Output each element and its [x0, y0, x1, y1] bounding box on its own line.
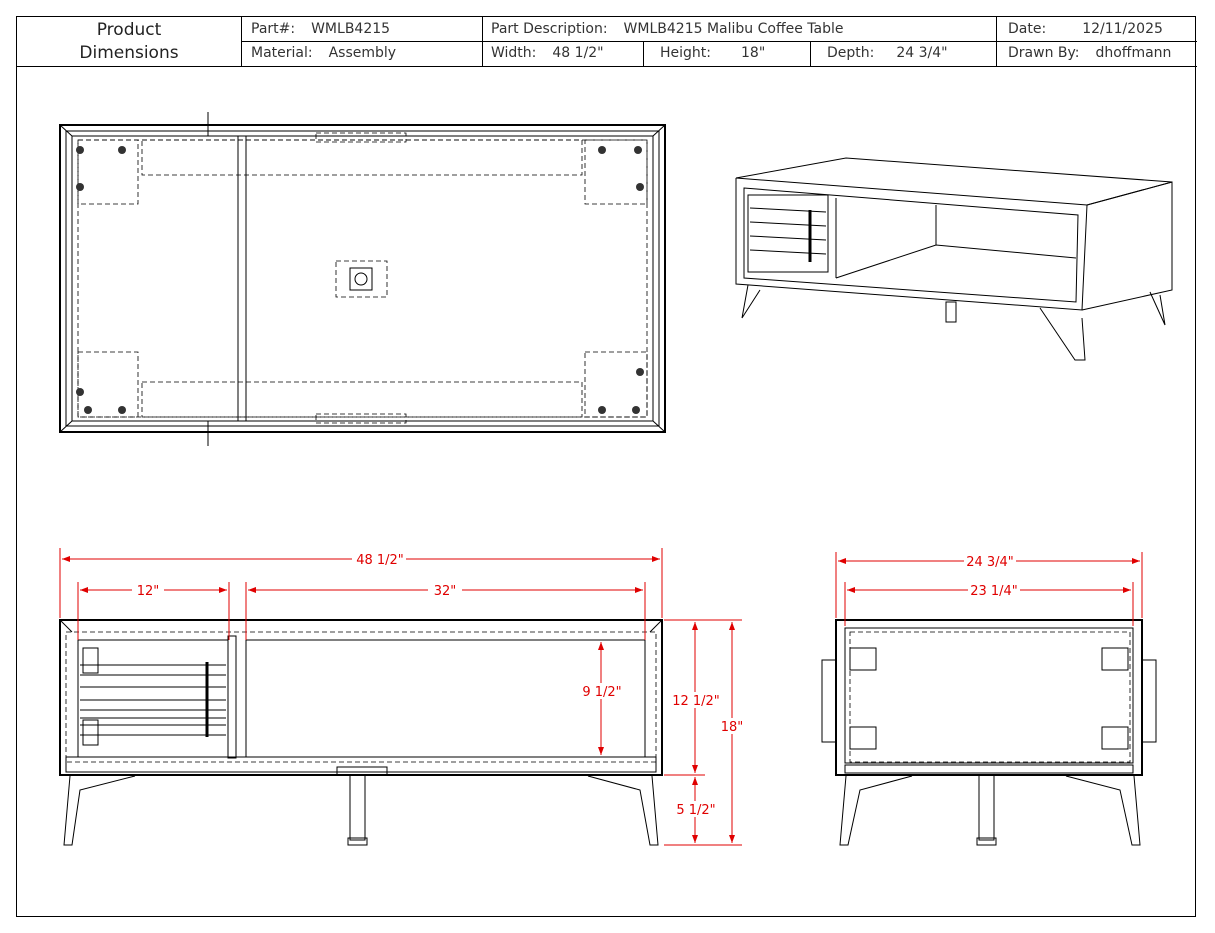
- part-field: Part#: WMLB4215: [251, 21, 390, 37]
- width-field: Width: 48 1/2": [491, 45, 604, 61]
- dim-drawer-width: 12": [137, 584, 160, 599]
- description-label: Part Description:: [491, 21, 608, 37]
- front-view: [59, 619, 663, 846]
- top-view: [59, 112, 666, 446]
- description-field: Part Description: WMLB4215 Malibu Coffee …: [491, 21, 843, 37]
- side-view: [821, 619, 1157, 846]
- height-value: 18": [741, 45, 766, 61]
- title-line-1: Product: [96, 20, 162, 40]
- dim-body-height: 12 1/2": [672, 694, 720, 709]
- dim-overall-height: 18": [721, 720, 744, 735]
- date-field: Date: 12/11/2025: [1008, 21, 1163, 37]
- perspective-view: [735, 157, 1173, 361]
- description-value: WMLB4215 Malibu Coffee Table: [623, 21, 844, 37]
- dimensions: 48 1/2" 12" 32" 9 1/2" 12 1/2" 5 1/2" 18…: [59, 548, 1143, 846]
- depth-field: Depth: 24 3/4": [827, 45, 948, 61]
- drawing-sheet: Product Dimensions Part#: WMLB4215 Part D…: [16, 16, 1197, 917]
- drawn-by-field: Drawn By: dhoffmann: [1008, 45, 1171, 61]
- dim-overall-width: 48 1/2": [356, 553, 404, 568]
- drawn-by-label: Drawn By:: [1008, 45, 1080, 61]
- material-field: Material: Assembly: [251, 45, 396, 61]
- width-value: 48 1/2": [552, 45, 604, 61]
- depth-value: 24 3/4": [896, 45, 948, 61]
- dim-leg-height: 5 1/2": [676, 803, 715, 818]
- material-value: Assembly: [328, 45, 397, 61]
- dim-side-depth: 24 3/4": [966, 555, 1014, 570]
- date-label: Date:: [1008, 21, 1047, 37]
- dim-opening-height: 9 1/2": [582, 685, 621, 700]
- dim-opening-width: 32": [434, 584, 457, 599]
- date-value: 12/11/2025: [1082, 21, 1163, 37]
- title-line-2: Dimensions: [79, 43, 179, 63]
- part-value: WMLB4215: [311, 21, 391, 37]
- drawn-by-value: dhoffmann: [1095, 45, 1172, 61]
- width-label: Width:: [491, 45, 537, 61]
- sheet-title: Product Dimensions: [17, 17, 241, 69]
- height-label: Height:: [660, 45, 711, 61]
- depth-label: Depth:: [827, 45, 875, 61]
- part-label: Part#:: [251, 21, 296, 37]
- dim-side-inner-depth: 23 1/4": [970, 584, 1018, 599]
- material-label: Material:: [251, 45, 313, 61]
- height-field: Height: 18": [660, 45, 765, 61]
